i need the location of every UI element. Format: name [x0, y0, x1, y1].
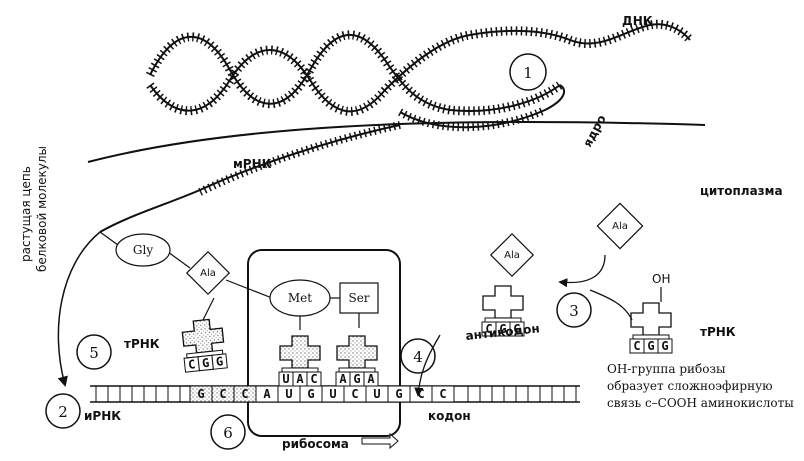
cytoplasm-label: цитоплазма: [700, 184, 783, 198]
trna-met-body: [279, 335, 321, 369]
mrna-base: G: [395, 387, 402, 401]
step-6-number: 6: [223, 424, 233, 442]
nucleus-label: ядро: [580, 113, 608, 150]
trna-free-body: [630, 302, 672, 336]
ala-residue-free: [596, 202, 644, 250]
activation-arrows: [414, 254, 633, 397]
ala-residue-chain: [185, 250, 231, 296]
step-2-circle: [45, 393, 81, 429]
trna-left-body: [181, 318, 225, 354]
dna-label: ДНК: [622, 14, 653, 28]
trna-ser-body: [336, 335, 378, 369]
trna-met-anticodon-cell: [306, 371, 322, 387]
trna-incoming-anticodon-base: G: [499, 322, 506, 336]
step-5-circle: [76, 334, 112, 370]
growing-chain-label-2: белковой молекулы: [35, 146, 49, 272]
trna-left-label: тРНК: [124, 337, 160, 351]
trna-right-label: тРНК: [700, 325, 736, 339]
mrna-base: C: [439, 387, 446, 401]
mrna-base: G: [307, 387, 314, 401]
step-1-number: 1: [523, 64, 533, 82]
ala-anticodon-label: Ala: [504, 250, 520, 261]
mrna-base: C: [241, 387, 248, 401]
anticodon-label: антикодон: [465, 321, 540, 343]
met-label: Met: [288, 291, 312, 305]
mrna-strand-nucleus: [57, 121, 401, 388]
mrna-base: C: [219, 387, 226, 401]
oh-label: OH: [652, 272, 670, 286]
step-3-number: 3: [569, 302, 579, 320]
polypeptide-chain: [99, 231, 379, 331]
nuclear-membrane: [87, 120, 706, 163]
mrna-base: U: [285, 387, 292, 401]
trna-left-anticodon-base: C: [187, 357, 196, 372]
mrna-base: G: [197, 387, 204, 401]
mrna-base: A: [263, 387, 271, 401]
mrna-bottom-label: иРНК: [84, 409, 121, 423]
trna-left-anticodon-cell: [211, 353, 228, 370]
trna-free-anticodon-base: C: [633, 339, 640, 353]
growing-chain-label-1: растущая цепь: [19, 166, 33, 262]
mrna-base: U: [373, 387, 380, 401]
dna-helix: [145, 19, 694, 132]
note-line-2: образует сложноэфирную: [607, 379, 773, 393]
codon-label: кодон: [428, 409, 471, 423]
gly-label: Gly: [133, 243, 153, 257]
ribosome-direction-arrow: [361, 432, 399, 450]
ala-residue-anticodon-trna: [489, 232, 535, 278]
trna-incoming-body: [482, 285, 524, 319]
ribosome-label: рибосома: [282, 437, 349, 451]
mrna-top-label: мРНК: [233, 157, 272, 171]
ala-chain-label: Ala: [200, 268, 216, 279]
trna-ser-anticodon-base: A: [339, 372, 347, 386]
ser-label: Ser: [348, 291, 369, 305]
step-2-number: 2: [58, 403, 68, 421]
trna-free-anticodon-base: G: [647, 339, 654, 353]
note-line-3: связь с–СООН аминокислоты: [607, 396, 794, 410]
mrna-base-cell: [431, 385, 455, 403]
trna-ser-anticodon-base: A: [367, 372, 375, 386]
trna-ser-anticodon-cell: [363, 371, 379, 387]
ribosome: [247, 249, 401, 437]
trna-met-anticodon-base: C: [310, 372, 317, 386]
ser-residue: [339, 282, 379, 314]
step-6-circle: [210, 414, 246, 450]
gly-residue: [115, 233, 171, 267]
step-4-number: 4: [413, 348, 423, 366]
ala-free-label: Ala: [612, 221, 628, 232]
trna-met-anticodon-base: U: [282, 372, 289, 386]
trna-free-anticodon-base: G: [661, 339, 668, 353]
trna-met-anticodon-base: A: [296, 372, 304, 386]
trna-incoming-anticodon-base: C: [485, 322, 492, 336]
note-line-1: ОН-группа рибозы: [607, 362, 726, 376]
trna-ser-anticodon-base: G: [353, 372, 360, 386]
trna-incoming-anticodon-cell: [509, 321, 525, 337]
trna-free-anticodon-cell: [657, 338, 673, 354]
trna-left-anticodon-base: G: [201, 356, 210, 371]
step-5-number: 5: [89, 344, 99, 362]
step-3-circle: [556, 292, 592, 328]
step-1-circle: [509, 53, 547, 91]
mrna-base: C: [351, 387, 358, 401]
trna-left-anticodon-base: G: [215, 354, 224, 369]
mrna-base: U: [329, 387, 336, 401]
trna-incoming-anticodon-base: G: [513, 322, 520, 336]
